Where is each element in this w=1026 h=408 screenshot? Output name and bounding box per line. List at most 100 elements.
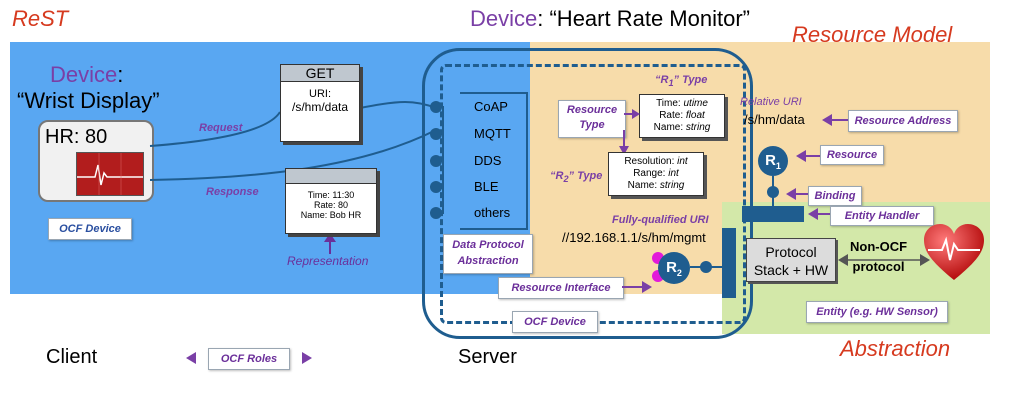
r2-binding-bar — [722, 228, 736, 298]
protocol-dot-dds — [430, 155, 442, 167]
client-device-label: Device — [50, 62, 118, 87]
resource-interface-callout: Resource Interface — [498, 277, 624, 299]
protocol-stack-box: Protocol Stack + HW — [746, 238, 836, 282]
fq-uri: //192.168.1.1/s/hm/mgmt — [562, 230, 706, 245]
resource-type-callout: Resource Type — [558, 100, 626, 138]
resource-address-arrow — [822, 114, 848, 126]
r2-type-line-2-key: Range: — [633, 168, 666, 179]
r2-type-line-3-value: string — [659, 180, 685, 191]
r1-type-line-1: Time: utime — [644, 98, 720, 110]
get-request-doc: GET URI: /s/hm/data — [280, 64, 360, 142]
request-label: Request — [199, 122, 243, 134]
protocol-dot-mqtt — [430, 128, 442, 140]
protocol-stack-line-2: Stack + HW — [753, 262, 829, 278]
relative-uri: /s/hm/data — [744, 112, 805, 127]
r1-badge-sub: 1 — [775, 161, 781, 171]
response-label: Response — [206, 186, 259, 198]
server-device-name: : “Heart Rate Monitor” — [537, 6, 750, 31]
r1-type-title-sub: 1 — [668, 78, 674, 89]
r1-type-line-2: Rate: float — [644, 110, 720, 122]
r2-badge-letter: R — [666, 259, 677, 276]
protocol-coap: CoAP — [474, 99, 508, 114]
client-device-title: Device: — [50, 62, 123, 88]
representation-label: Representation — [287, 254, 369, 268]
relative-uri-label: Relative URI — [740, 96, 802, 108]
protocol-dot-coap — [430, 101, 442, 113]
server-ocf-device-callout: OCF Device — [512, 311, 598, 333]
non-ocf-label: Non-OCF protocol — [850, 238, 907, 276]
r1-type-line-2-value: float — [685, 110, 705, 121]
resource-type-line-1: Resource — [566, 104, 618, 116]
r2-type-line-3: Name: string — [613, 180, 699, 192]
r2-type-line-2-value: int — [668, 168, 679, 179]
server-device-frame — [422, 48, 753, 339]
resource-address-callout: Resource Address — [848, 110, 958, 132]
server-device-label: Device — [470, 6, 538, 31]
r1-type-title: “R1” Type — [655, 74, 707, 88]
server-label: Server — [458, 346, 517, 368]
response-line-3: Name: Bob HR — [300, 210, 362, 220]
r1-badge-letter: R — [765, 152, 776, 169]
protocol-dds: DDS — [474, 153, 502, 168]
r2-type-line-3-key: Name: — [627, 180, 658, 191]
client-label: Client — [46, 346, 98, 368]
r1-type-title-suffix: ” Type — [673, 74, 708, 86]
binding-dot — [767, 186, 779, 198]
client-ocf-device-callout: OCF Device — [48, 218, 132, 240]
data-protocol-abstraction-callout: Data Protocol Abstraction — [443, 234, 533, 274]
r2-type-title-suffix: ” Type — [568, 170, 603, 182]
fq-uri-label: Fully-qualified URI — [612, 214, 709, 226]
resource-type-arrows — [619, 109, 640, 155]
get-method: GET — [281, 65, 359, 82]
ocf-roles-arrows — [186, 352, 312, 364]
r2-badge-sub: 2 — [676, 268, 682, 278]
resource-callout: Resource — [820, 145, 884, 165]
response-doc-header — [286, 169, 376, 184]
server-device-title: Device: “Heart Rate Monitor” — [470, 6, 750, 32]
non-ocf-arrow — [838, 254, 930, 266]
entity-handler-bar — [742, 206, 804, 222]
r2-type-line-2: Range: int — [613, 168, 699, 180]
r1-type-line-2-key: Rate: — [659, 110, 684, 121]
response-doc: Time: 11:30 Rate: 80 Name: Bob HR — [285, 168, 377, 234]
r1-type-line-3-value: string — [685, 122, 711, 133]
response-line-1: Time: 11:30 — [307, 190, 355, 200]
r1-type-line-1-value: utime — [683, 98, 708, 109]
resource-model-title: Resource Model — [792, 22, 953, 47]
get-uri-label: URI: — [309, 88, 331, 100]
ocf-roles-callout: OCF Roles — [208, 348, 290, 370]
binding-arrow — [786, 188, 808, 200]
protocol-list-box — [460, 92, 528, 230]
r2-type-line-1-value: int — [677, 156, 688, 167]
non-ocf-line-2: protocol — [852, 259, 905, 274]
protocol-stack-line-1: Protocol — [765, 244, 817, 260]
binding-callout: Binding — [808, 186, 862, 206]
get-uri: /s/hm/data — [291, 100, 349, 114]
resource-type-line-2: Type — [579, 119, 605, 131]
rest-title: ReST — [12, 6, 69, 31]
r2-type-doc: Resolution: int Range: int Name: string — [608, 152, 704, 196]
r2-type-line-1-key: Resolution: — [624, 156, 675, 167]
protocol-dot-ble — [430, 181, 442, 193]
hr-readout: HR: 80 — [45, 126, 108, 148]
protocol-dot-others — [430, 207, 442, 219]
entity-handler-arrow — [808, 208, 832, 220]
r1-badge: R1 — [758, 146, 788, 176]
ecg-wave-icon — [77, 153, 143, 195]
r2-type-title-prefix: “R — [550, 170, 564, 182]
r1-type-title-prefix: “R — [655, 74, 669, 86]
non-ocf-line-1: Non-OCF — [850, 239, 908, 254]
entity-handler-callout: Entity Handler — [830, 206, 934, 226]
r2-binding-dot — [700, 261, 712, 273]
client-device-name: “Wrist Display” — [17, 88, 160, 113]
response-line-2: Rate: 80 — [313, 200, 349, 210]
ecg-screen — [76, 152, 144, 196]
abstraction-title: Abstraction — [840, 336, 951, 361]
protocol-others: others — [474, 205, 511, 220]
entity-callout: Entity (e.g. HW Sensor) — [806, 301, 948, 323]
r2-type-title: “R2” Type — [550, 170, 602, 184]
r1-type-doc: Time: utime Rate: float Name: string — [639, 94, 725, 138]
resource-interface-arrow — [622, 281, 652, 293]
protocol-ble: BLE — [474, 179, 499, 194]
dpa-line-1: Data Protocol — [452, 239, 524, 251]
